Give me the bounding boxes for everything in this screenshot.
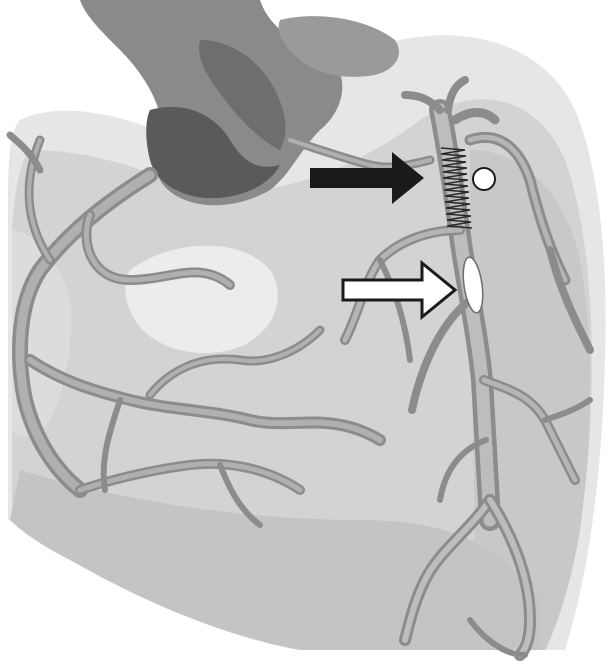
circle-marker (473, 168, 495, 190)
